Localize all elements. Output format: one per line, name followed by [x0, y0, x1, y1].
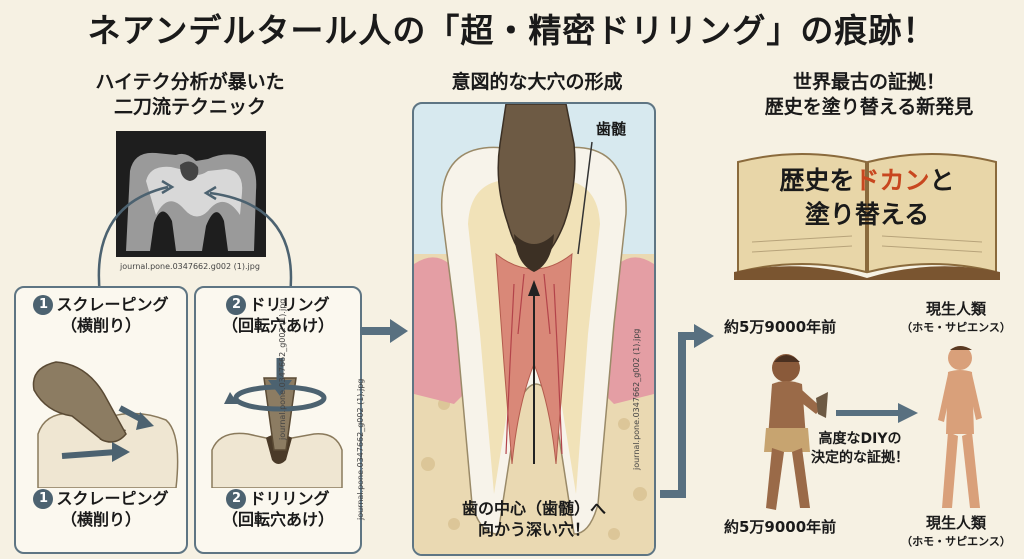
book-text: 歴史をドカンと 塗り替える	[732, 164, 1002, 232]
neanderthal-age-bottom: 約5万9000年前	[724, 518, 837, 536]
tooth-panel	[412, 102, 656, 556]
step-1-badge: 1	[33, 295, 54, 315]
step-2-badge: 2	[226, 295, 247, 315]
diy-line2: 決定的な証拠！	[811, 450, 909, 466]
book-illustration	[734, 153, 1000, 280]
page-title: ネアンデルタール人の「超・精密ドリリング」の痕跡！	[87, 11, 937, 50]
middle-heading: 意図的な大穴の形成	[451, 71, 623, 93]
middle-bottom-line2: 向かう深い穴！	[477, 520, 590, 539]
drilling-side-caption: journal.pone.0347662_g002 (1).jpg	[278, 298, 287, 440]
book-line1: 歴史をドカンと	[732, 164, 1002, 198]
modern-human-label-top: 現生人類 （ホモ・サピエンス）	[886, 298, 1024, 335]
xray-caption: journal.pone.0347662.g002 (1).jpg	[120, 262, 260, 271]
drilling-illustration	[211, 358, 343, 488]
arrow-to-middle	[360, 319, 408, 343]
xray-image	[116, 131, 266, 257]
left-heading-line1: ハイテク分析が暴いた	[95, 71, 285, 93]
middle-bottom-text: 歯の中心（歯髄）へ 向かう深い穴！	[412, 498, 656, 540]
arrow-to-right	[660, 324, 714, 498]
tooth-side-caption: journal.pone.0347662_g002 (1).jpg	[632, 328, 641, 470]
diy-evidence: 高度なDIYの 決定的な証拠！	[800, 430, 920, 468]
left-heading: ハイテク分析が暴いた 二刀流テクニック	[40, 70, 340, 120]
left-heading-line2: 二刀流テクニック	[113, 96, 266, 118]
xray-arrows	[97, 179, 293, 296]
modern-human-figure	[938, 346, 982, 508]
modern-sub: （ホモ・サピエンス）	[901, 321, 1011, 334]
drilling-title-2: ドリリング	[249, 489, 330, 508]
neanderthal-figure	[764, 354, 828, 510]
step-1-badge-bottom: 1	[33, 489, 54, 509]
book-line2: 塗り替える	[804, 200, 930, 229]
modern-label: 現生人類	[925, 300, 986, 318]
diy-line1: 高度なDIYの	[818, 431, 902, 447]
tooth-cross-section	[414, 104, 654, 554]
book-line1-c: と	[929, 166, 955, 195]
right-heading: 世界最古の証拠！ 歴史を塗り替える新発見	[724, 70, 1014, 120]
middle-bottom-line1: 歯の中心（歯髄）へ	[461, 499, 606, 518]
drilling-title: ドリリング	[249, 295, 330, 314]
drilling-sub-top: （回転穴あけ）	[221, 316, 334, 335]
history-book: 歴史をドカンと 塗り替える	[732, 132, 1002, 282]
pulp-label: 歯髄	[596, 120, 627, 138]
scraping-illustration	[32, 361, 179, 488]
scraping-side-caption: journal.pone.0347662_g002 (1).jpg	[356, 378, 365, 520]
right-heading-line2: 歴史を塗り替える新発見	[764, 96, 974, 118]
drilling-sub-bottom: （回転穴あけ）	[221, 510, 334, 529]
modern-human-label-bottom: 現生人類 （ホモ・サピエンス）	[886, 512, 1024, 549]
scraping-sub-top: （横削り）	[60, 316, 141, 335]
scraping-sub-bottom: （横削り）	[60, 510, 141, 529]
scraping-title-2: スクレーピング	[56, 489, 169, 508]
modern-sub-bottom: （ホモ・サピエンス）	[901, 535, 1011, 548]
right-heading-line1: 世界最古の証拠！	[792, 71, 945, 93]
neanderthal-age-top: 約5万9000年前	[724, 318, 837, 336]
book-highlight: ドカン	[854, 166, 930, 195]
modern-label-bottom: 現生人類	[925, 514, 986, 532]
step-2-badge-bottom: 2	[226, 489, 247, 509]
evolution-arrow	[836, 403, 918, 423]
scraping-title: スクレーピング	[56, 295, 169, 314]
book-line1-a: 歴史を	[779, 166, 855, 195]
